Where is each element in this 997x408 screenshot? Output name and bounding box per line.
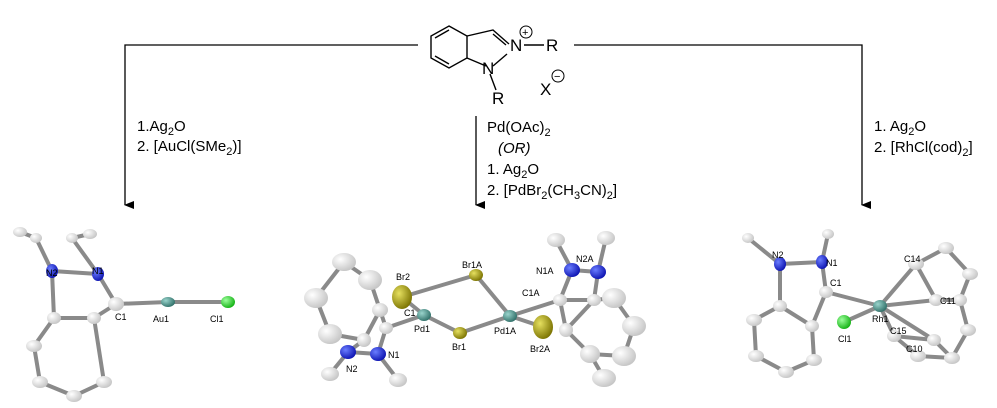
rh-label-c15: C15	[890, 326, 907, 336]
palladium-complex: Br2 Br1A N1A N2A C1A C1 Pd1 Br1 Pd1A Br2…	[304, 231, 646, 387]
r-bottom: R	[492, 89, 504, 108]
plus-sign: +	[522, 27, 528, 39]
pd-label-n1a: N1A	[536, 266, 554, 276]
rh-label-c10: C10	[906, 344, 923, 354]
rhodium-complex: N2 N1 C1 C14 C11 Rh1 Cl1 C15 C10	[742, 229, 978, 378]
arrow-to-rhodium	[574, 44, 871, 209]
center-line2: (OR)	[498, 140, 531, 157]
rh-label-n2: N2	[772, 250, 784, 260]
center-line1: Pd(OAc)2	[487, 119, 551, 139]
rh-label-rh1: Rh1	[872, 314, 889, 324]
pyrazole-bonds	[466, 29, 510, 45]
n-n-bond	[492, 53, 508, 67]
minus-sign: −	[554, 71, 560, 83]
pd-label-c1a: C1A	[522, 288, 540, 298]
pd-label-br2a: Br2A	[530, 344, 550, 354]
pd-label-br2: Br2	[396, 272, 410, 282]
au-label-n2: N2	[46, 268, 58, 278]
au-label-au1: Au1	[153, 314, 169, 324]
n-atom: N	[482, 59, 494, 78]
plus-charge-circle	[519, 25, 533, 39]
double-bond	[434, 29, 450, 39]
pd-label-n1: N1	[388, 350, 400, 360]
au-label-n1: N1	[92, 266, 104, 276]
n-plus-atom: N	[510, 36, 522, 55]
au-label-cl1: Cl1	[210, 314, 224, 324]
center-line4: 2. [PdBr2(CH3CN)2]	[487, 182, 617, 202]
pd-label-pd1a: Pd1A	[494, 326, 516, 336]
pd-label-br1a: Br1A	[462, 260, 482, 270]
minus-charge-circle	[551, 69, 565, 83]
left-step1: 1.Ag2O	[137, 118, 186, 138]
double-bond	[492, 33, 507, 46]
pyrazole-bond	[466, 57, 487, 67]
indazolium-structure	[430, 25, 544, 91]
counterion-x: X	[540, 80, 551, 99]
pd-label-br1: Br1	[452, 342, 466, 352]
right-step1: 1. Ag2O	[874, 118, 926, 138]
double-bond	[434, 55, 450, 65]
pd-label-n2a: N2A	[576, 254, 594, 264]
arrow-to-gold	[124, 44, 418, 209]
left-step2: 2. [AuCl(SMe2)]	[137, 138, 242, 158]
rh-label-c14: C14	[904, 254, 921, 264]
gold-complex: N2 N1 C1 Au1 Cl1	[13, 227, 235, 402]
pd-label-pd1: Pd1	[414, 324, 430, 334]
rh-label-c1: C1	[830, 278, 842, 288]
pd-label-n2: N2	[346, 364, 358, 374]
rh-label-n1: N1	[826, 258, 838, 268]
r-top: R	[546, 36, 558, 55]
benzene-ring	[430, 25, 468, 69]
right-step2: 2. [RhCl(cod)2]	[874, 139, 973, 159]
center-line3: 1. Ag2O	[487, 161, 539, 181]
rh-label-cl1: Cl1	[838, 334, 852, 344]
au-label-c1: C1	[115, 312, 127, 322]
rh-label-c11: C11	[940, 296, 956, 306]
pd-label-c1: C1	[404, 308, 416, 318]
n-r-bond	[489, 73, 497, 91]
